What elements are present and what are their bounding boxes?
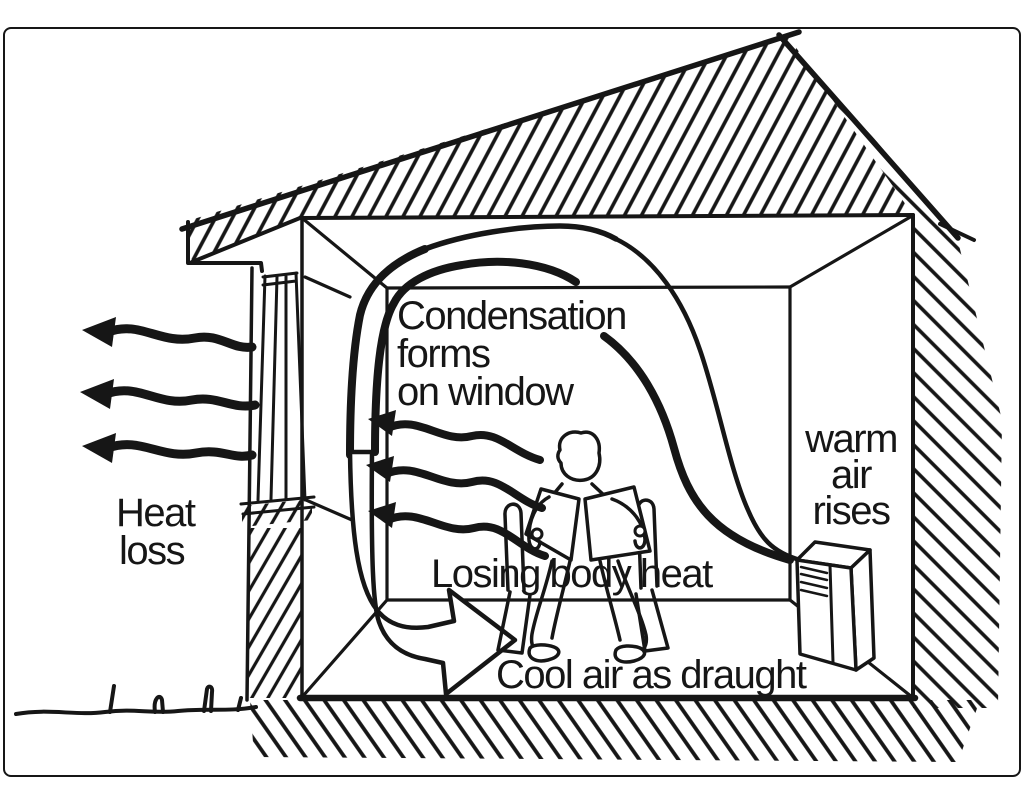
cool-air-arrow [347, 449, 518, 697]
foundation-hatch [250, 700, 980, 762]
label-warm-air-line-3: rises [813, 489, 890, 533]
grass-tufts [108, 684, 243, 714]
label-cool-air-draught: Cool air as draught [496, 653, 807, 697]
perspective-top-right [788, 214, 914, 289]
label-heat-loss-line-2: loss [119, 529, 185, 573]
exterior-wall-edge [245, 266, 254, 702]
condensation-arrow-2-head [366, 456, 394, 482]
window-sill-hatch [242, 499, 312, 527]
air-circulation [346, 223, 803, 564]
roofline-left [179, 29, 802, 232]
window-sill [239, 495, 316, 516]
heat-loss-arrows [80, 317, 260, 463]
arm-right [610, 497, 647, 550]
chair-skirt-left [496, 590, 532, 655]
armrest-left [503, 502, 526, 592]
ground [14, 684, 258, 716]
hand-right [633, 524, 647, 538]
warm-air-curve-outer [613, 236, 803, 563]
condensation-arrows [366, 410, 549, 560]
eave-outline [186, 216, 302, 273]
roof-hatch [184, 36, 913, 262]
condensation-arrow-3-wave [384, 512, 549, 560]
heat-loss-arrow-3-head [82, 433, 116, 463]
hand-left [530, 527, 544, 541]
right-wall-hatch [788, 36, 1002, 708]
heat-loss-arrow-1-head [82, 317, 116, 347]
labels: Heat loss Condensation forms on window w… [116, 294, 898, 697]
condensation-arrow-2-wave [382, 466, 546, 512]
condensation-arrow-1-wave [384, 420, 544, 464]
radiator-divider [828, 563, 835, 664]
ceiling-front-edge [298, 213, 915, 220]
label-heat-loss-line-1: Heat [116, 491, 196, 535]
heat-loss-arrow-2-head [80, 379, 114, 409]
radiator-vents [799, 565, 829, 598]
condensation-arrow-3-head [368, 502, 396, 528]
head [556, 430, 602, 483]
perspective-top-left [300, 216, 389, 290]
loop-left-outer [346, 245, 429, 459]
roofline-right [776, 32, 961, 241]
lower-wall-hatch [249, 528, 302, 698]
heat-loss-arrow-3-wave [103, 440, 257, 461]
foot-right [613, 644, 647, 664]
label-condensation-line-2: forms [397, 332, 490, 376]
foot-left [527, 643, 561, 663]
eave-tip-stroke [938, 222, 976, 242]
structure-lines [179, 29, 976, 702]
warm-air-curve-inner [600, 332, 794, 564]
ground-line [14, 705, 258, 716]
perspective-bottom-left [301, 598, 389, 698]
hatched-structure [184, 36, 1002, 762]
radiator [795, 540, 876, 672]
window-reveal [303, 275, 354, 522]
label-losing-body-heat: Losing body heat [431, 552, 713, 596]
radiator-side [795, 558, 858, 672]
label-warm-air-line-1: warm [804, 417, 897, 461]
window-frame [256, 271, 307, 502]
image-frame [3, 27, 1021, 777]
leg-right-inner [598, 559, 622, 642]
heat-loss-arrow-2-wave [101, 386, 260, 411]
condensation-arrow-1-head [368, 410, 396, 436]
label-condensation-line-3: on window [397, 370, 574, 414]
ceiling-arc [422, 223, 619, 252]
label-warm-air-line-2: air [831, 453, 872, 497]
heat-loss-arrow-1-wave [103, 324, 257, 352]
person-reading [524, 430, 652, 664]
label-condensation-line-1: Condensation [397, 294, 626, 338]
loop-left-inner [371, 257, 580, 456]
leg-left-inner [550, 559, 572, 640]
